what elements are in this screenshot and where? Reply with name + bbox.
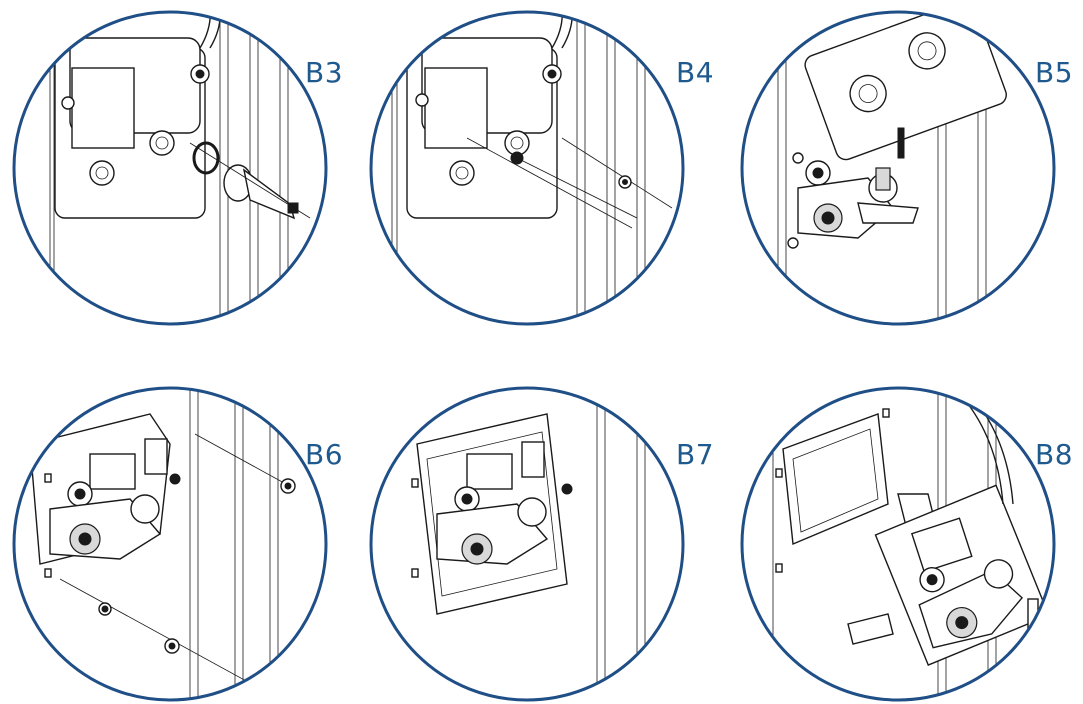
- step-b5-illustration: [738, 8, 1058, 328]
- step-b4-illustration: [367, 8, 687, 328]
- step-label-b4: B4: [676, 56, 715, 89]
- step-label-b3: B3: [305, 56, 344, 89]
- step-b3-illustration: [10, 8, 330, 328]
- step-label-b6: B6: [305, 438, 344, 471]
- step-b8-illustration: [738, 384, 1058, 704]
- step-label-b5: B5: [1035, 56, 1074, 89]
- step-label-b7: B7: [676, 438, 715, 471]
- step-b7-illustration: [367, 384, 687, 704]
- step-b6-illustration: [10, 384, 330, 704]
- step-label-b8: B8: [1035, 438, 1074, 471]
